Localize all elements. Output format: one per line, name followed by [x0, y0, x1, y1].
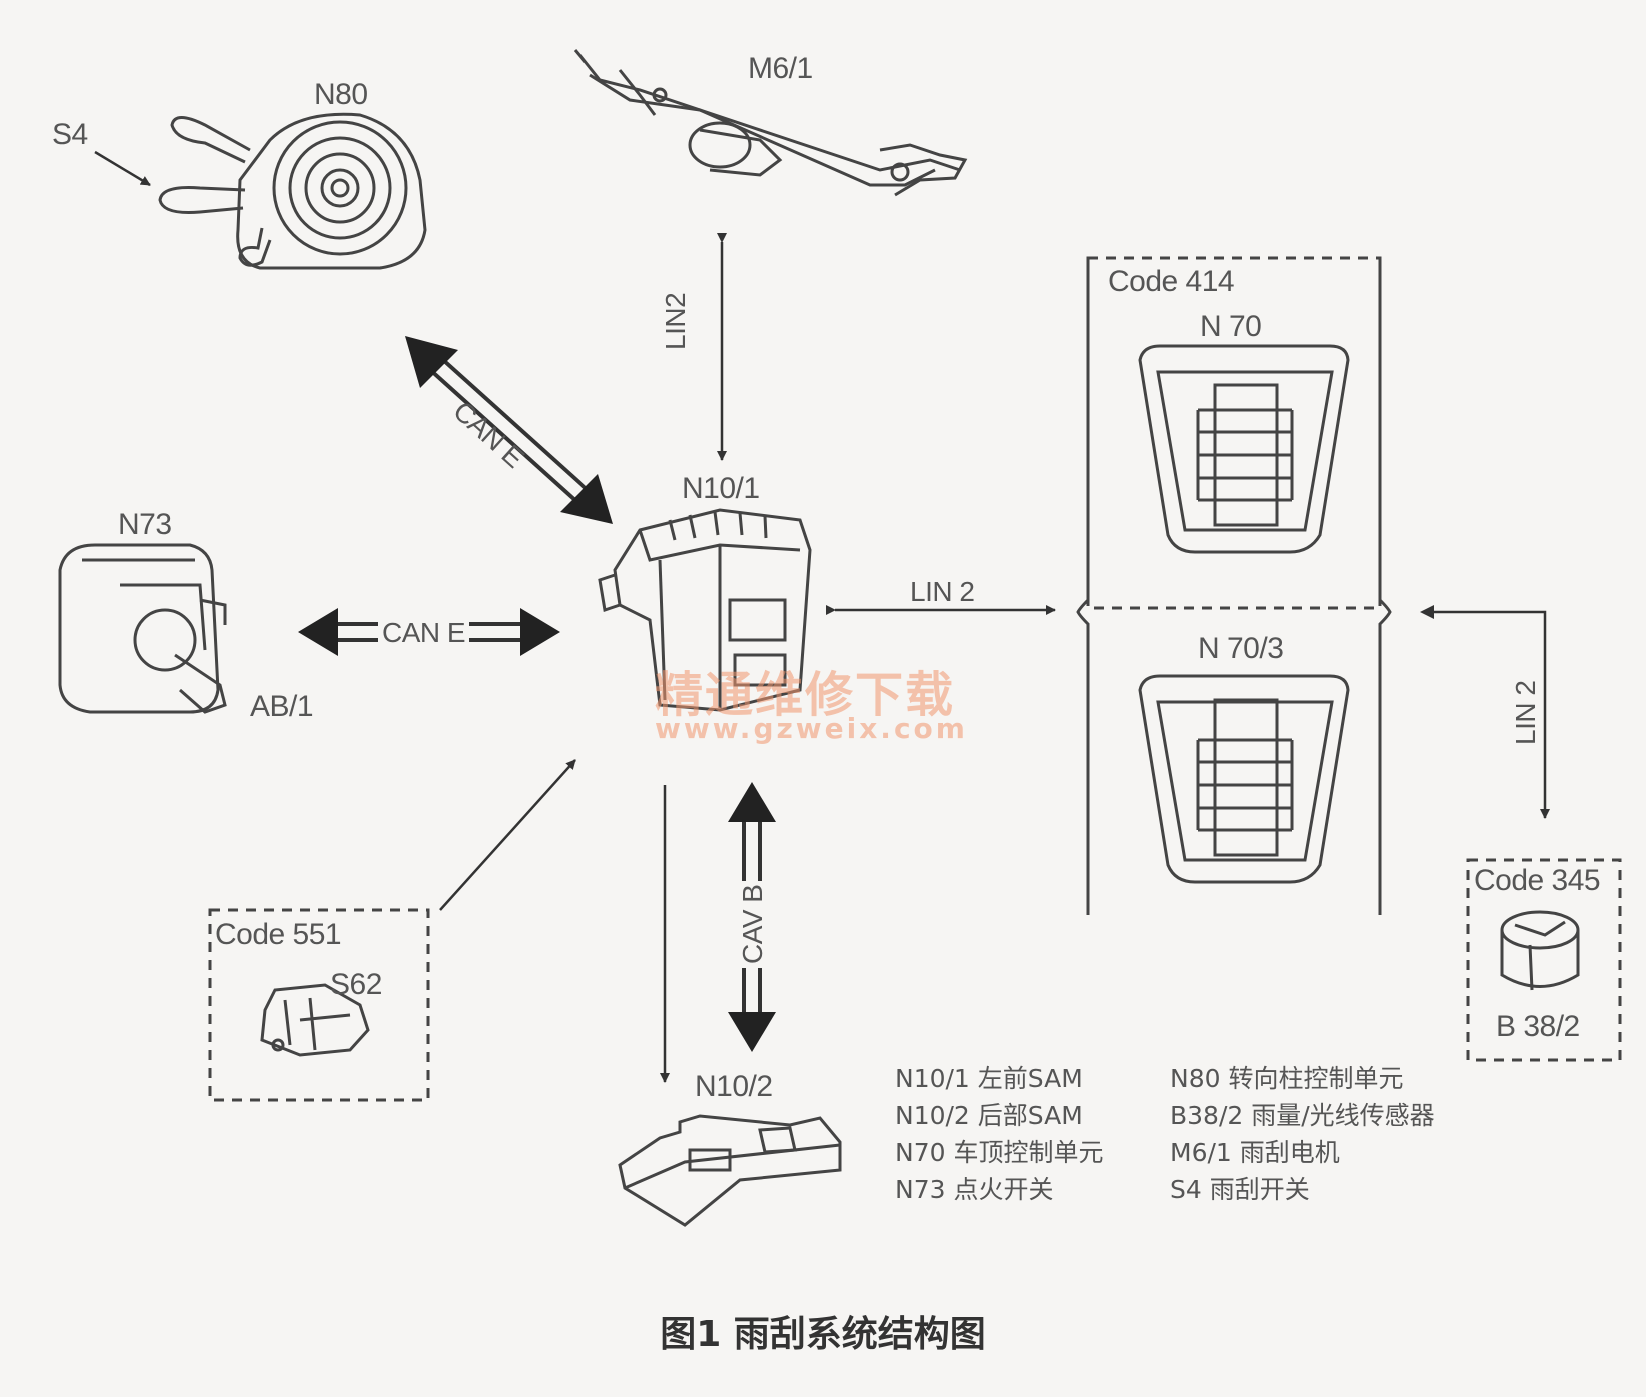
- n80-illustration: [158, 112, 427, 270]
- code551-arrow: [439, 759, 576, 911]
- label-code345: Code 345: [1474, 864, 1601, 897]
- code551-frame: [208, 908, 430, 1102]
- legend-item: N80 转向柱控制单元: [1170, 1064, 1404, 1093]
- label-code551: Code 551: [215, 918, 342, 951]
- legend-right: N80 转向柱控制单元 B38/2 雨量/光线传感器 M6/1 雨刮电机 S4 …: [1170, 1060, 1435, 1208]
- figure-caption: 图1 雨刮系统结构图: [660, 1314, 986, 1355]
- can-e-diag-arrow: [405, 336, 613, 524]
- label-m6-1: M6/1: [748, 52, 813, 85]
- link-label-lin2-far-right: LIN 2: [1510, 680, 1541, 745]
- label-s4: S4: [52, 118, 88, 151]
- legend-item: S4 雨刮开关: [1170, 1175, 1310, 1204]
- legend-left: N10/1 左前SAM N10/2 后部SAM N70 车顶控制单元 N73 点…: [895, 1060, 1103, 1208]
- legend-item: N70 车顶控制单元: [895, 1138, 1104, 1167]
- label-n80: N80: [314, 78, 368, 111]
- code345-frame: [1466, 858, 1622, 1062]
- link-label-lin2-right: LIN 2: [910, 576, 975, 607]
- label-n73: N73: [118, 508, 172, 541]
- n73-illustration: [58, 543, 227, 714]
- label-s62: S62: [330, 968, 382, 1001]
- n70-illustration: [1138, 344, 1350, 554]
- legend-item: M6/1 雨刮电机: [1170, 1138, 1340, 1167]
- label-code414: Code 414: [1108, 265, 1235, 298]
- link-label-cav-b: CAV B: [737, 880, 769, 968]
- code414-frame: [1086, 256, 1382, 610]
- label-n70-3: N 70/3: [1198, 632, 1284, 665]
- watermark-url: www.gzweix.com: [655, 712, 968, 745]
- n10-2-illustration: [618, 1114, 842, 1227]
- legend-item: N10/1 左前SAM: [895, 1064, 1083, 1093]
- n70-3-illustration: [1138, 674, 1350, 884]
- code414-brace: [1076, 258, 1392, 915]
- label-n10-1: N10/1: [682, 472, 760, 505]
- s4-arrow: [94, 150, 151, 187]
- b38-2-illustration: [1500, 910, 1580, 991]
- legend-item: N73 点火开关: [895, 1175, 1054, 1204]
- lin2-far-right-arrow: [1425, 610, 1550, 819]
- legend-item: N10/2 后部SAM: [895, 1101, 1083, 1130]
- link-label-can-e-left: CAN E: [378, 617, 470, 649]
- watermark-text: 精通维修下载: [655, 667, 956, 723]
- n10-1-illustration: [598, 508, 812, 712]
- label-ab-1: AB/1: [250, 690, 314, 723]
- label-n10-2: N10/2: [695, 1070, 773, 1103]
- legend-item: B38/2 雨量/光线传感器: [1170, 1101, 1435, 1130]
- link-label-lin2-top: LIN2: [660, 292, 691, 350]
- label-b38-2: B 38/2: [1496, 1010, 1580, 1043]
- s62-illustration: [260, 983, 370, 1057]
- m6-1-illustration: [573, 49, 968, 197]
- label-n70: N 70: [1200, 310, 1262, 343]
